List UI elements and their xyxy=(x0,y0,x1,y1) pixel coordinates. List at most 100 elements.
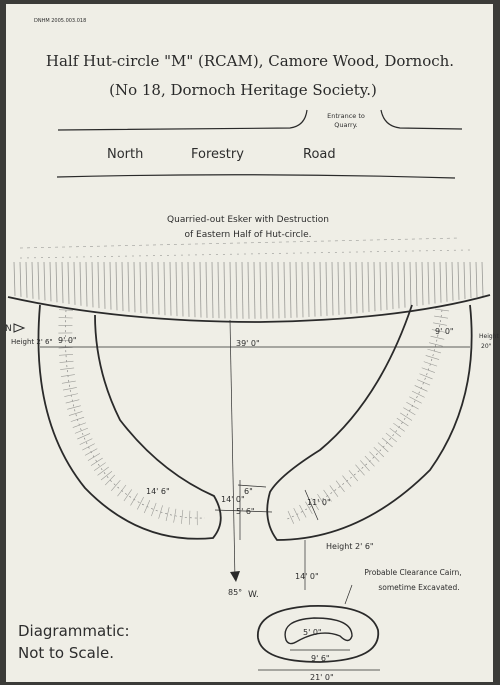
dim-cairn-inner-width: 5' 0" xyxy=(303,628,322,637)
wall-tick xyxy=(414,385,428,392)
entrance-label-1: Entrance to xyxy=(327,112,365,120)
esker-tick xyxy=(343,261,346,315)
wall-tick xyxy=(406,401,419,410)
wall-tick xyxy=(104,474,116,486)
esker-tick xyxy=(187,261,190,317)
wall-tick xyxy=(87,453,101,461)
wall-tick xyxy=(111,479,121,492)
esker-tick xyxy=(385,261,388,310)
esker-tick xyxy=(145,261,148,314)
wall-tick xyxy=(355,464,365,476)
esker-tick xyxy=(109,261,112,310)
esker-tick xyxy=(325,261,328,316)
wall-tick xyxy=(84,448,98,456)
wall-tick xyxy=(90,457,103,466)
wall-tick xyxy=(335,480,345,493)
wall-tick xyxy=(317,493,326,507)
esker-tick xyxy=(463,261,466,300)
bearing-arrow-icon xyxy=(230,571,240,582)
esker-tick xyxy=(121,261,124,312)
quarry-note-1: Quarried-out Esker with Destruction xyxy=(167,215,329,225)
wall-tick xyxy=(97,466,109,476)
cairn-label-2: sometime Excavated. xyxy=(378,583,459,592)
esker-tick xyxy=(415,261,418,307)
title-line-1: Half Hut-circle "M" (RCAM), Camore Wood,… xyxy=(46,52,454,70)
esker-tick xyxy=(427,261,430,305)
dim-left-terminal: 14' 6" xyxy=(146,487,170,496)
esker-ticks xyxy=(13,261,484,319)
wall-tick xyxy=(342,475,352,487)
wall-tick xyxy=(58,347,73,349)
wall-tick xyxy=(369,451,380,462)
esker-tick xyxy=(211,261,214,319)
esker-tick xyxy=(61,261,64,304)
dim-cairn-inner-length: 9' 6" xyxy=(311,654,330,663)
wall-tick xyxy=(181,509,184,524)
esker-tick xyxy=(73,261,76,305)
entrance-label-2: Quarry. xyxy=(334,121,357,129)
esker-tick xyxy=(199,261,202,318)
cairn-inner-outline xyxy=(284,617,353,645)
wall-tick xyxy=(421,367,435,373)
wall-tick xyxy=(399,412,413,421)
wall-tick xyxy=(117,484,127,497)
esker-tick xyxy=(193,261,196,318)
esker-tick xyxy=(67,261,70,305)
esker-tick xyxy=(409,261,412,307)
wall-tick xyxy=(188,510,191,525)
esker-tick xyxy=(181,261,184,317)
esker-tick xyxy=(421,261,424,306)
esker-tick xyxy=(283,261,286,319)
esker-tick xyxy=(37,261,40,300)
esker-tick xyxy=(277,261,280,319)
wall-tick xyxy=(373,446,385,458)
wall-tick xyxy=(381,437,393,448)
road-label-forestry: Forestry xyxy=(191,147,244,162)
wall-tick xyxy=(323,489,332,502)
dim-distance-cairn: 14' 0" xyxy=(295,572,319,581)
wall-tick xyxy=(396,417,409,427)
dim-entrance-width: 14' 0" xyxy=(221,495,245,504)
dim-wall-break: 6" xyxy=(244,487,253,496)
wall-tick xyxy=(293,508,301,521)
esker-tick xyxy=(367,261,370,312)
road-label-road: Road xyxy=(303,147,336,162)
esker-tick xyxy=(49,261,52,302)
esker-tick xyxy=(295,261,298,318)
esker-tick xyxy=(169,261,172,316)
esker-tick xyxy=(19,261,22,297)
wall-tick xyxy=(100,471,113,481)
esker-tick xyxy=(253,261,256,319)
esker-tick xyxy=(397,261,400,309)
cairn-label-1: Probable Clearance Cairn, xyxy=(364,568,461,577)
wall-tick xyxy=(151,502,157,517)
dim-bearing: 85° xyxy=(228,588,242,597)
esker-tick xyxy=(259,261,262,319)
wall-tick xyxy=(60,374,75,377)
esker-tick xyxy=(139,261,142,314)
esker-tick xyxy=(85,261,88,307)
left-wall-centreline xyxy=(65,309,206,519)
esker-tick xyxy=(469,261,472,299)
dim-internal-span: 39' 0" xyxy=(236,339,260,348)
esker-tick xyxy=(319,261,322,317)
quarry-note-2: of Eastern Half of Hut-circle. xyxy=(185,230,312,240)
esker-tick xyxy=(223,261,226,319)
esker-tick xyxy=(229,261,232,319)
esker-tick xyxy=(97,261,100,309)
wall-tick xyxy=(360,460,370,472)
esker-tick xyxy=(361,261,364,313)
wall-tick xyxy=(311,497,319,511)
dimension-lines xyxy=(40,319,470,605)
wall-tick xyxy=(434,315,449,319)
wall-tick xyxy=(427,348,442,354)
wall-tick xyxy=(431,329,446,333)
esker-tick xyxy=(241,261,244,319)
esker-tick xyxy=(235,261,238,319)
wall-tick xyxy=(423,361,438,367)
wall-tick xyxy=(435,308,449,312)
esker-tick xyxy=(481,261,484,297)
wall-tick xyxy=(158,505,163,519)
wall-tick xyxy=(65,399,80,404)
wall-tick xyxy=(165,507,170,521)
